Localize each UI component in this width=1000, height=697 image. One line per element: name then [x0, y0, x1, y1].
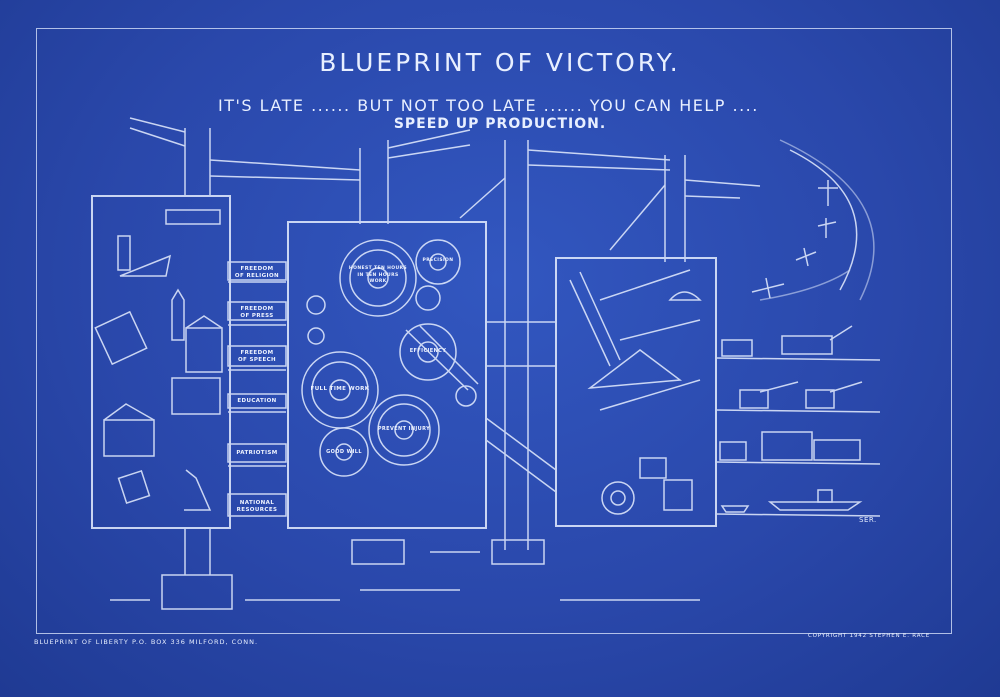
drawer-label-freedom-of-press: FREEDOM OF PRESS — [240, 306, 274, 319]
drawer-label-patriotism: PATRIOTISM — [236, 450, 278, 456]
poster-title: BLUEPRINT OF VICTORY. — [319, 48, 681, 77]
gear-label-precision: PRECISION — [422, 258, 454, 263]
call-to-action: SPEED UP PRODUCTION. — [393, 116, 607, 132]
drawer-label-education: EDUCATION — [237, 398, 277, 404]
drawer-label-freedom-of-religion: FREEDOM OF RELIGION — [234, 266, 280, 279]
gear-label-prevent-injury: PREVENT INJURY — [377, 426, 431, 432]
gear-label-good-will: GOOD WILL — [326, 449, 362, 455]
gear-label-efficiency: EFFICIENCY — [409, 348, 447, 354]
gear-label-honest-hours: HONEST TEN HOURS IN TEN HOURS WORK — [348, 266, 408, 284]
poster-border — [36, 28, 952, 634]
artist-initials: SER. — [859, 516, 877, 524]
footer-copyright: COPYRIGHT 1942 STEPHEN E. RACE — [808, 633, 931, 639]
drawer-label-freedom-of-speech: FREEDOM OF SPEECH — [237, 350, 277, 363]
gear-label-full-time-work: FULL TIME WORK — [310, 386, 370, 392]
tagline: IT'S LATE ...... BUT NOT TOO LATE ......… — [218, 96, 759, 115]
footer-publisher: BLUEPRINT OF LIBERTY P.O. BOX 336 MILFOR… — [34, 638, 259, 646]
drawer-label-national-resources: NATIONAL RESOURCES — [236, 500, 278, 513]
